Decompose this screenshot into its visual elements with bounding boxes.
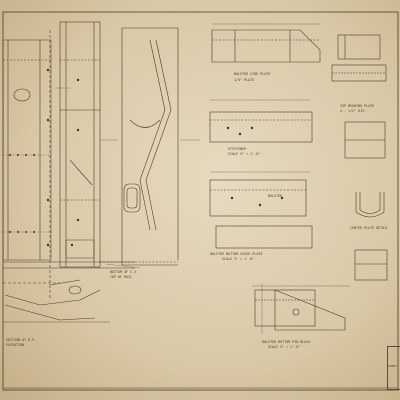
section-left-label: SECTION AT B.P.: [6, 338, 37, 342]
left-section-view: [2, 30, 52, 300]
center-plate-title: BOLSTER BOTTOM COVER PLATE: [210, 252, 263, 256]
center-cover-plate-detail: [209, 179, 313, 249]
upper-right-detail: [331, 34, 387, 82]
section-hole: [13, 88, 31, 102]
corner-note: SHEET: [388, 364, 397, 368]
lower-detail-title: BOLSTER BOTTOM PIN BLOCK: [262, 340, 311, 344]
right-col-title: TOP BEARING PLATE: [340, 104, 375, 108]
lower-right-detail: [354, 249, 388, 281]
title-block: [387, 346, 400, 390]
right-elevation-view: [100, 27, 179, 266]
lower-pin-block-detail: [252, 283, 350, 334]
top-detail-note: 1/4" PLATE: [234, 78, 255, 82]
elevation-left-label: ELEVATION: [6, 343, 25, 347]
right-col-note: 4 - 1/2" RIV.: [340, 109, 367, 113]
top-bolster-detail: [211, 23, 321, 63]
center-elevation-view: [59, 21, 101, 268]
center-plate-scale: SCALE 3" = 1'-0": [222, 257, 255, 261]
spring-pocket: [123, 183, 141, 213]
lower-detail-scale: SCALE 3" = 1'-0": [268, 345, 301, 349]
lower-right-title: CENTER PLATE DETAIL: [350, 226, 389, 230]
bottom-left-note: BOTTOM OF C.S.: [110, 270, 139, 274]
sheet-border: [2, 11, 399, 391]
mid-right-title: STIFFENER: [228, 147, 247, 151]
top-detail-label: BOLSTER SIDE PLATE: [234, 72, 271, 76]
middle-plate-detail: [209, 111, 386, 159]
bottom-base-assembly: [3, 261, 135, 323]
bottom-left-note2: TOP OF RAIL: [110, 275, 133, 279]
bolster-note: BOLSTER: [268, 194, 283, 198]
dimension-lines: [55, 87, 310, 269]
mid-right-scale: SCALE 3" = 1'-0": [228, 152, 261, 156]
right-u-bracket-detail: [355, 192, 385, 218]
